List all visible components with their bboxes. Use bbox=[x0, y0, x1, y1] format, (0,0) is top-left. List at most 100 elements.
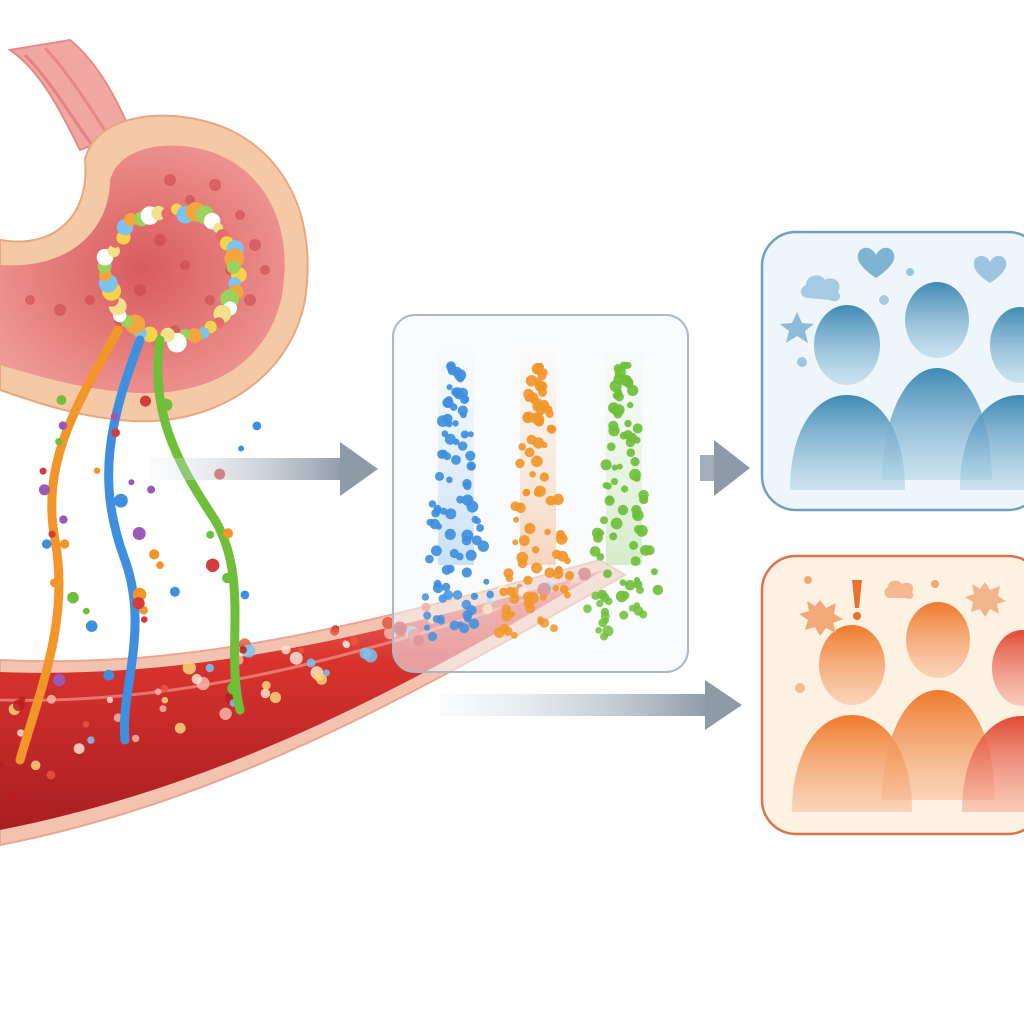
molecule-dot bbox=[512, 539, 519, 546]
molecule-dot bbox=[519, 535, 530, 546]
molecule-dot bbox=[536, 362, 544, 371]
molecule-dot bbox=[610, 517, 623, 530]
molecule-dot bbox=[281, 645, 291, 655]
molecule-dot bbox=[531, 562, 543, 574]
molecule-dot bbox=[613, 364, 623, 373]
molecule-dot bbox=[539, 593, 547, 601]
molecule-dot bbox=[591, 591, 600, 600]
molecule-dot bbox=[39, 467, 47, 475]
molecule-dot bbox=[626, 448, 636, 458]
molecule-streams bbox=[15, 325, 262, 765]
molecule-dot bbox=[617, 504, 629, 516]
molecule-dot bbox=[610, 478, 619, 486]
molecule-dot bbox=[639, 610, 648, 619]
molecule-dot bbox=[55, 438, 63, 446]
spiky-burst-icon bbox=[799, 600, 843, 636]
molecule-dot bbox=[426, 518, 434, 526]
molecule-dot bbox=[547, 424, 557, 434]
molecule-dot bbox=[619, 431, 628, 440]
molecule-dot bbox=[87, 736, 95, 744]
molecule-dot bbox=[59, 515, 68, 524]
molecule-dot bbox=[467, 431, 474, 438]
molecule-dot bbox=[532, 413, 545, 426]
molecule-dot bbox=[58, 421, 68, 430]
molecule-dot bbox=[449, 403, 458, 411]
molecule-dot bbox=[614, 392, 624, 402]
molecule-dot bbox=[616, 463, 623, 470]
molecule-dot bbox=[219, 707, 232, 720]
molecule-dot bbox=[458, 441, 468, 451]
molecule-dot bbox=[141, 616, 148, 623]
molecule-dot bbox=[525, 603, 536, 614]
molecule-dot bbox=[160, 398, 173, 411]
molecule-dot bbox=[534, 485, 546, 497]
molecule-dot bbox=[530, 396, 538, 405]
molecule-dot bbox=[425, 554, 434, 564]
molecule-dot bbox=[349, 636, 359, 646]
molecule-dot bbox=[343, 641, 351, 649]
molecule-dot bbox=[439, 449, 448, 458]
person-icon bbox=[962, 630, 1024, 812]
molecule-dot bbox=[539, 472, 549, 482]
molecule-dot bbox=[67, 591, 79, 604]
molecule-dot bbox=[544, 528, 551, 536]
heart-icon bbox=[973, 255, 1007, 283]
molecule-dot bbox=[602, 625, 614, 637]
molecule-dot bbox=[456, 374, 465, 383]
molecule-dot bbox=[191, 673, 202, 685]
molecule-dot bbox=[82, 607, 90, 615]
heart-icon bbox=[857, 247, 895, 278]
molecule-dot bbox=[608, 425, 620, 437]
molecule-dot bbox=[93, 467, 101, 474]
molecule-dot bbox=[515, 502, 523, 509]
molecule-dot bbox=[128, 479, 135, 486]
molecule-dot bbox=[468, 462, 476, 470]
molecule-dot bbox=[427, 631, 438, 642]
molecule-dot bbox=[476, 524, 484, 532]
molecule-dot bbox=[607, 442, 616, 452]
molecule-dot bbox=[103, 669, 115, 681]
molecule-dot bbox=[606, 495, 613, 502]
molecule-dot bbox=[444, 528, 456, 541]
molecule-dot bbox=[595, 627, 602, 634]
molecule-dot bbox=[550, 624, 558, 633]
molecule-dot bbox=[619, 610, 629, 620]
molecule-dot bbox=[462, 494, 474, 506]
molecule-dot bbox=[501, 610, 513, 622]
molecule-dot bbox=[555, 532, 568, 545]
molecule-dot bbox=[603, 569, 612, 578]
sparkle-icon bbox=[931, 580, 939, 588]
molecule-dot bbox=[240, 590, 250, 600]
molecule-dot bbox=[633, 525, 643, 534]
molecule-dot bbox=[433, 506, 442, 515]
molecule-dot bbox=[206, 530, 215, 539]
molecule-dot bbox=[38, 484, 50, 496]
molecule-dot bbox=[441, 430, 449, 438]
molecule-dot bbox=[613, 404, 625, 416]
molecule-dot bbox=[630, 556, 641, 566]
molecule-dot bbox=[160, 684, 169, 693]
arrow-vessel-to-stressed bbox=[440, 680, 742, 730]
molecule-columns-panel bbox=[392, 314, 689, 673]
molecule-dot bbox=[596, 553, 605, 561]
molecule-dot bbox=[7, 791, 18, 803]
molecule-dot bbox=[466, 605, 477, 616]
molecule-dot bbox=[261, 680, 271, 690]
molecule-dot bbox=[604, 482, 612, 490]
sparkle-icon bbox=[906, 268, 914, 276]
sparkle-icon bbox=[795, 683, 805, 693]
molecule-dot bbox=[110, 412, 119, 421]
molecule-dot bbox=[12, 699, 25, 712]
molecule-dot bbox=[182, 661, 196, 675]
molecule-dot bbox=[630, 457, 640, 467]
molecule-dot bbox=[513, 516, 520, 523]
molecule-dot bbox=[583, 604, 592, 613]
molecule-dot bbox=[435, 471, 444, 481]
molecule-dot bbox=[629, 540, 638, 550]
molecule-dot bbox=[460, 430, 469, 439]
molecule-dot bbox=[471, 515, 479, 524]
sparkle-icon bbox=[879, 295, 889, 305]
molecule-dot bbox=[252, 421, 262, 431]
molecule-dot bbox=[316, 673, 328, 685]
molecule-dot bbox=[524, 447, 535, 458]
